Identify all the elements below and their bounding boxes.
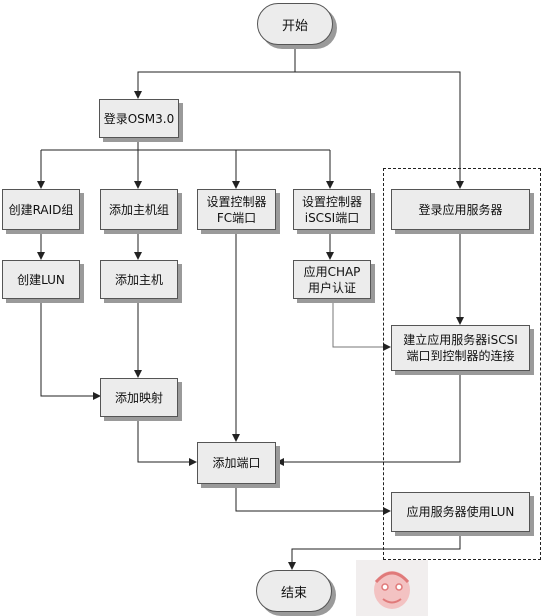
app-server-region bbox=[383, 168, 541, 560]
set-fc-port-box: 设置控制器 FC端口 bbox=[197, 189, 276, 230]
add-host-box: 添加主机 bbox=[100, 260, 178, 299]
arrow-iscsi-conn-to-add-port bbox=[276, 371, 461, 466]
end-node: 结束 bbox=[256, 570, 332, 612]
create-lun-box: 创建LUN bbox=[2, 260, 80, 299]
login-app-server-box: 登录应用服务器 bbox=[391, 189, 530, 230]
start-node: 开始 bbox=[257, 3, 333, 45]
arrow-lun-to-mapping bbox=[40, 299, 101, 400]
arrow-to-login-osm bbox=[134, 71, 295, 99]
set-iscsi-port-box: 设置控制器 iSCSI端口 bbox=[293, 189, 371, 230]
build-iscsi-connection-box: 建立应用服务器iSCSI 端口到控制器的连接 bbox=[391, 325, 530, 371]
create-raid-box: 创建RAID组 bbox=[2, 189, 80, 230]
login-osm-box: 登录OSM3.0 bbox=[99, 99, 179, 138]
chap-auth-box: 应用CHAP 用户认证 bbox=[293, 260, 371, 299]
arrow-to-login-app-server bbox=[295, 71, 464, 189]
add-mapping-box: 添加映射 bbox=[100, 378, 178, 417]
add-port-box: 添加端口 bbox=[197, 442, 276, 484]
arrow-use-lun-to-end bbox=[288, 532, 461, 570]
arrow-mapping-to-add-port bbox=[137, 417, 197, 466]
add-host-group-box: 添加主机组 bbox=[100, 189, 178, 230]
use-lun-box: 应用服务器使用LUN bbox=[391, 492, 530, 532]
arrow-add-port-to-use-lun bbox=[235, 484, 391, 515]
arrow-chap-to-iscsi-conn bbox=[332, 299, 391, 351]
watermark-logo bbox=[356, 560, 428, 616]
